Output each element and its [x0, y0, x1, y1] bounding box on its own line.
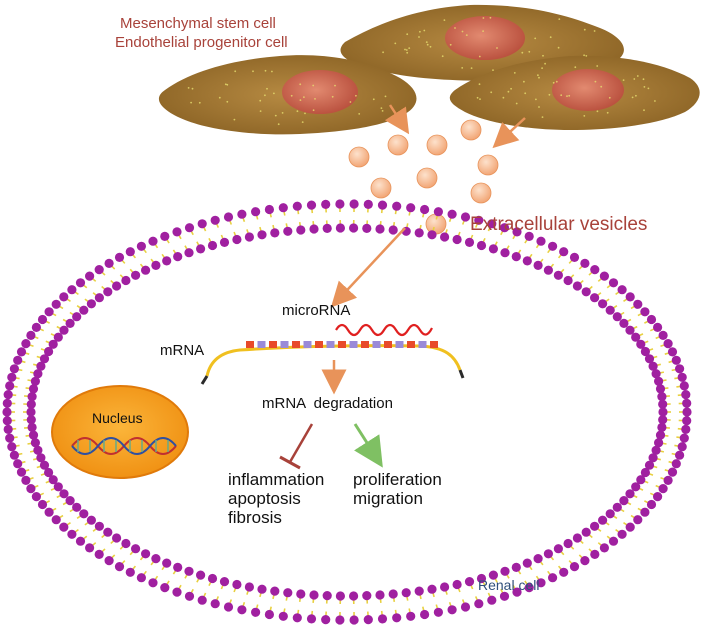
- mrna-base: [349, 341, 358, 348]
- mrna-base: [418, 341, 427, 348]
- mrna-base: [257, 341, 266, 348]
- degradation-label: mRNA degradation: [262, 395, 393, 412]
- mrna-base: [395, 341, 404, 348]
- stem-cell-right: [449, 55, 700, 130]
- vesicles-label: Extracellular vesicles: [470, 214, 648, 235]
- mrna-base: [315, 341, 323, 348]
- mrna-base: [303, 341, 312, 348]
- nucleus-label: Nucleus: [92, 410, 143, 426]
- vesicle: [470, 182, 492, 204]
- vesicle: [348, 146, 370, 168]
- vesicle-group: [348, 119, 499, 235]
- mrna-base: [372, 341, 381, 348]
- mrna-base: [326, 341, 335, 348]
- mrna-base: [430, 341, 438, 348]
- inhibited-effect-1: inflammation: [228, 470, 325, 489]
- promoted-effect-2: migration: [353, 489, 423, 508]
- inhibited-effect-2: apoptosis: [228, 489, 301, 508]
- promoted-effect-1: proliferation: [353, 470, 442, 489]
- mrna-base: [246, 341, 254, 348]
- mrna-base: [280, 341, 289, 348]
- mrna-base: [407, 341, 415, 348]
- mrna-base: [384, 341, 392, 348]
- release-arrow-right: [492, 117, 526, 149]
- vesicle: [426, 134, 448, 156]
- stem-cell-left: [158, 55, 417, 135]
- vesicle: [370, 177, 392, 199]
- mrna-base: [269, 341, 277, 348]
- mrna-base: [361, 341, 369, 348]
- vesicle: [387, 134, 409, 156]
- renal-cell-label: Renal cell: [478, 577, 540, 593]
- renal-cell-membrane: [2, 199, 692, 625]
- mrna-base: [338, 341, 346, 348]
- dna-helix-icon: [71, 437, 177, 455]
- inhibited-effects: inflammation apoptosis fibrosis: [228, 470, 324, 527]
- promotion-arrow: [353, 423, 383, 468]
- source-cell-label-1: Mesenchymal stem cell: [120, 15, 276, 32]
- mrna-base: [292, 341, 300, 348]
- promoted-effects: proliferation migration: [353, 470, 442, 508]
- release-arrow-left: [384, 104, 410, 135]
- uptake-arrow: [330, 227, 406, 308]
- inhibition-arrow: [279, 423, 314, 470]
- microrna-label: microRNA: [282, 302, 351, 319]
- vesicle: [460, 119, 482, 141]
- vesicle: [425, 213, 447, 235]
- mrna-bases: [246, 341, 438, 348]
- nucleus: [51, 385, 189, 479]
- source-cell-label-2: Endothelial progenitor cell: [115, 34, 288, 51]
- vesicle: [416, 167, 438, 189]
- vesicle: [477, 154, 499, 176]
- inhibited-effect-3: fibrosis: [228, 508, 282, 527]
- microrna-strand: [335, 323, 433, 337]
- mrna-label: mRNA: [160, 342, 205, 359]
- cell-granules: [187, 16, 656, 126]
